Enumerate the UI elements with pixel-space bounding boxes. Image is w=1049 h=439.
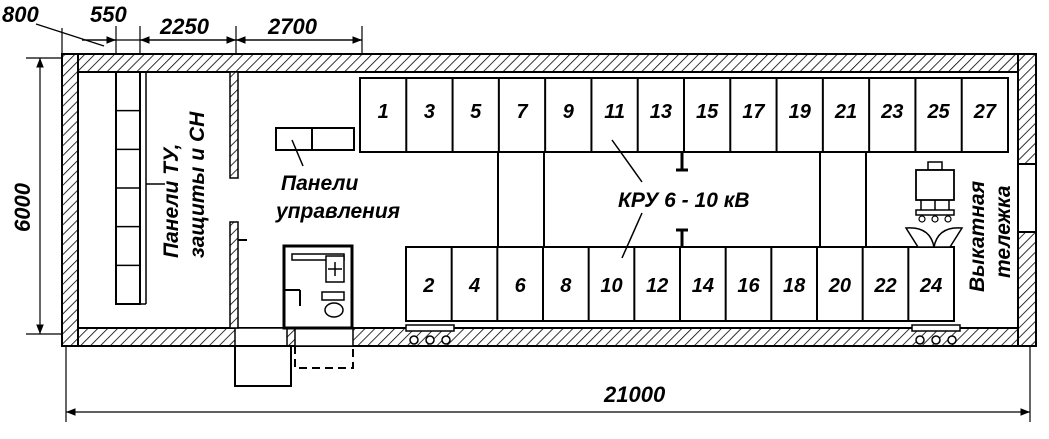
cell-label-top: 19 — [789, 101, 812, 123]
dim-800: 800 — [2, 2, 39, 27]
cell-label-bottom: 20 — [828, 275, 851, 297]
cell-label-top: 27 — [973, 101, 997, 123]
cell-label-top: 15 — [696, 101, 719, 123]
cell-label-top: 11 — [604, 101, 625, 123]
door-opening-right — [294, 327, 354, 347]
partition-lower — [229, 221, 239, 329]
height-dimension: 6000 — [10, 57, 62, 335]
length-dimension: 21000 — [65, 346, 1031, 422]
dim-2700: 2700 — [267, 14, 318, 39]
cell-label-bottom: 16 — [737, 275, 760, 297]
wall-right-opening — [1017, 163, 1037, 233]
cell-label-top: 23 — [880, 101, 903, 123]
cell-label-top: 5 — [470, 101, 482, 123]
cell-label-top: 25 — [926, 101, 950, 123]
label-control-panels-line2: управления — [275, 200, 400, 223]
partition-upper — [229, 71, 239, 179]
cell-label-top: 9 — [563, 101, 575, 123]
cell-label-bottom: 14 — [692, 275, 714, 297]
cell-label-bottom: 24 — [919, 275, 942, 297]
label-control-panels-line1: Панели — [281, 172, 358, 195]
cell-label-bottom: 12 — [646, 275, 668, 297]
dim-6000: 6000 — [10, 182, 35, 232]
annex — [234, 345, 354, 387]
label-trolley-line2: тележка — [992, 185, 1015, 278]
cell-wheels-left — [405, 324, 455, 345]
top-dimensions: 800 550 2250 2700 — [2, 2, 363, 54]
cell-label-bottom: 6 — [515, 275, 527, 297]
cell-label-top: 7 — [516, 101, 528, 123]
cell-label-bottom: 4 — [468, 275, 480, 297]
cell-label-top: 13 — [650, 101, 672, 123]
control-panels — [275, 127, 355, 167]
cell-label-top: 21 — [834, 101, 857, 123]
dim-2250: 2250 — [159, 14, 210, 39]
partitions — [229, 71, 247, 329]
door-opening-left — [234, 327, 288, 347]
label-panels-tu-line1: Панели ТУ, — [160, 144, 183, 258]
sanitary-room — [282, 244, 354, 330]
cell-label-bottom: 18 — [783, 275, 806, 297]
cell-label-bottom: 2 — [422, 275, 434, 297]
panels-tu-rack — [115, 71, 147, 305]
wall-bottom — [61, 327, 1037, 347]
cell-label-bottom: 10 — [600, 275, 622, 297]
label-kru: КРУ 6 - 10 кВ — [618, 189, 750, 212]
dim-21000: 21000 — [603, 382, 666, 407]
cell-label-top: 17 — [742, 101, 765, 123]
cell-label-bottom: 22 — [873, 275, 896, 297]
cell-label-bottom: 8 — [560, 275, 572, 297]
trolley-icon — [904, 161, 964, 248]
cell-label-top: 1 — [378, 101, 389, 123]
label-panels-tu-line2: защиты и СН — [186, 111, 209, 258]
wall-top — [61, 53, 1037, 73]
wall-left — [61, 53, 79, 347]
dim-550: 550 — [90, 2, 127, 27]
label-trolley-line1: Выкатная — [966, 181, 989, 292]
toilet-icon — [324, 302, 344, 318]
cell-wheels-right — [911, 324, 961, 345]
cell-label-top: 3 — [424, 101, 435, 123]
